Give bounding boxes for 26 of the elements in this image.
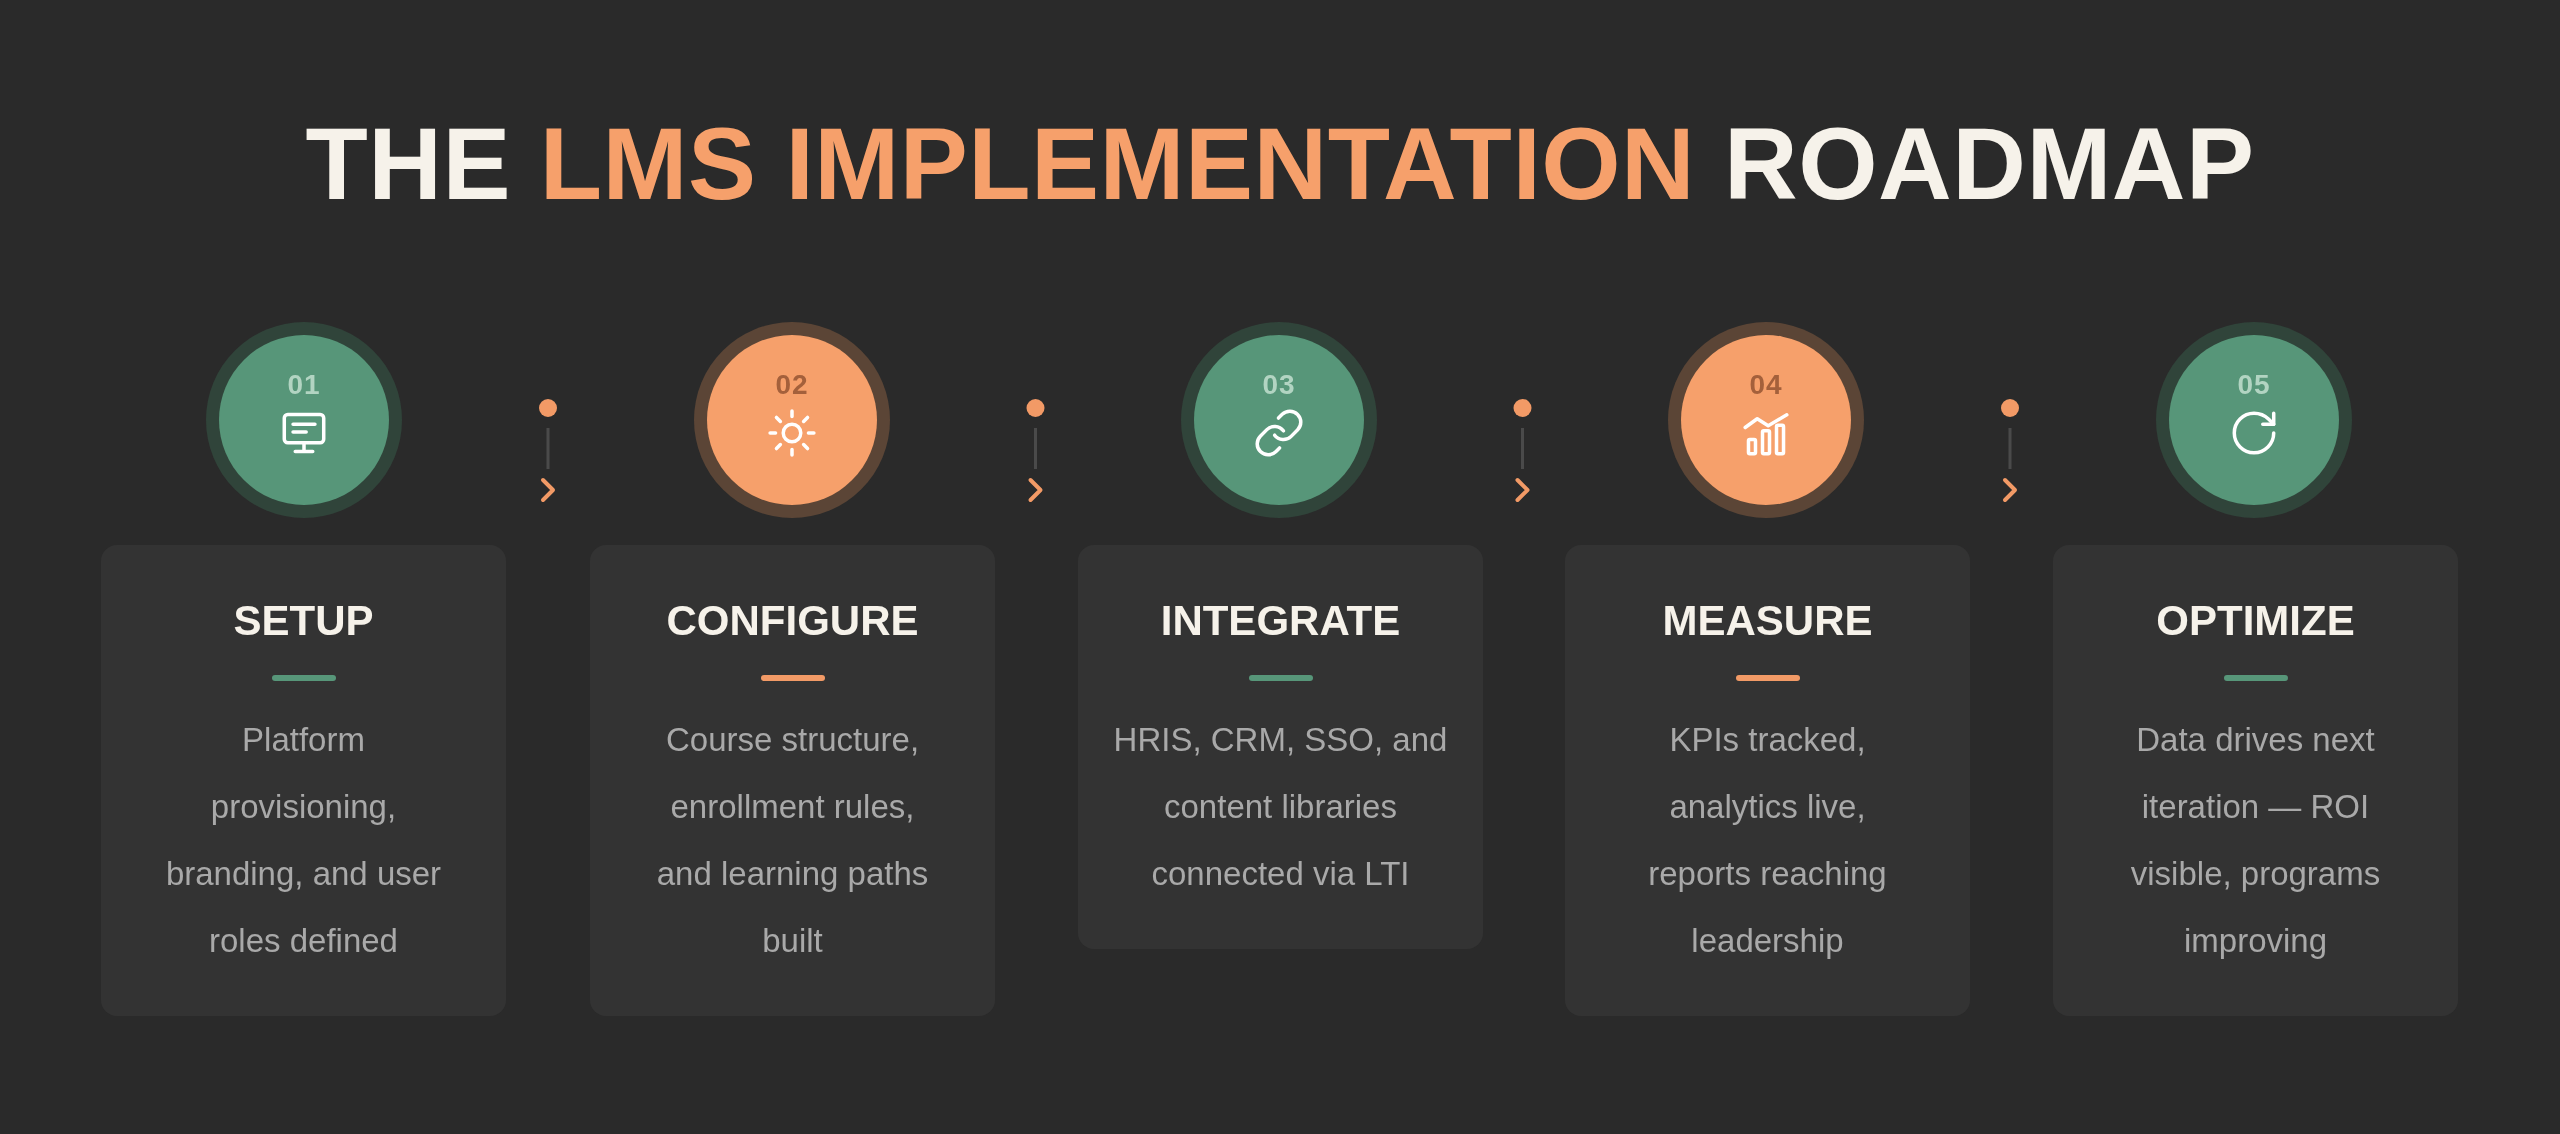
step-circle (2156, 322, 2352, 518)
step-number: 02 (775, 368, 809, 402)
step-circle (1181, 322, 1377, 518)
step-description: Data drives next iteration — ROI visible, programs improving (2129, 720, 2382, 961)
step-description: Platform provisioning, branding, and user roles defined (164, 720, 443, 961)
step-card (1565, 545, 1970, 1016)
step-number: 01 (287, 368, 321, 402)
step-number: 04 (1749, 368, 1783, 402)
step-description: KPIs tracked, analytics live, reports reaching leadership (1647, 720, 1888, 961)
step-title: INTEGRATE (1160, 596, 1401, 646)
step-title: OPTIMIZE (2156, 596, 2355, 646)
step-circle (694, 322, 890, 518)
step-card (590, 545, 995, 1016)
step-circle (206, 322, 402, 518)
step-card (101, 545, 506, 1016)
step-circle (1668, 322, 1864, 518)
step-title: CONFIGURE (666, 596, 919, 646)
diagram-title: THE LMS IMPLEMENTATION ROADMAP (305, 106, 2255, 223)
step-number: 05 (2237, 368, 2271, 402)
step-card (2053, 545, 2458, 1016)
step-description: Course structure, enrollment rules, and learning paths built (655, 720, 930, 961)
step-title: MEASURE (1662, 596, 1873, 646)
step-title: SETUP (233, 596, 374, 646)
step-number: 03 (1262, 368, 1296, 402)
step-description: HRIS, CRM, SSO, and content libraries connected via LTI (1112, 720, 1449, 894)
step-card (1078, 545, 1483, 949)
